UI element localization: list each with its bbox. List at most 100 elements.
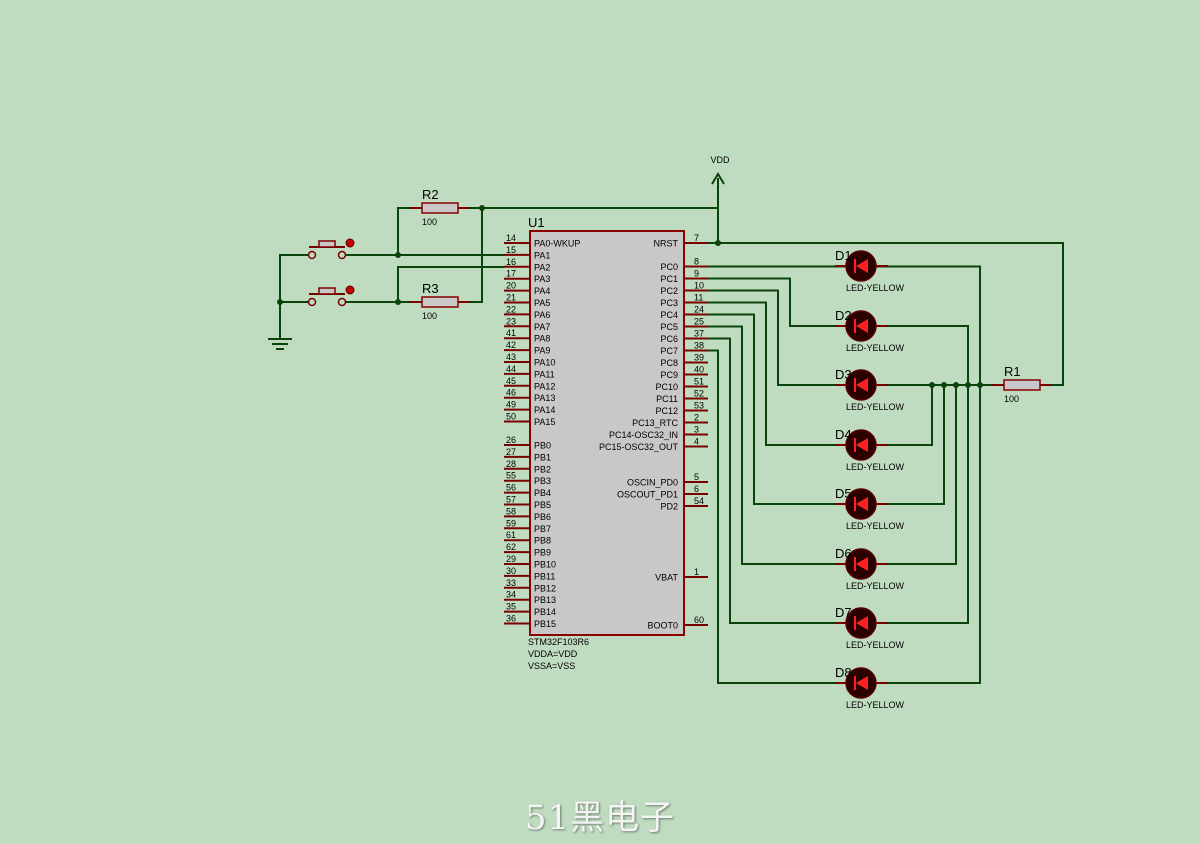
button-pa1-contact bbox=[307, 250, 317, 260]
pin-number: 62 bbox=[506, 542, 516, 552]
pin-number: 28 bbox=[506, 459, 516, 469]
pin-name: PC8 bbox=[660, 358, 678, 368]
led-d3-type: LED-YELLOW bbox=[846, 402, 905, 412]
led-d4-type: LED-YELLOW bbox=[846, 462, 905, 472]
led-d8-type: LED-YELLOW bbox=[846, 700, 905, 710]
pin-number: 17 bbox=[506, 269, 516, 279]
pin-number: 29 bbox=[506, 554, 516, 564]
pin-name: PC5 bbox=[660, 322, 678, 332]
pin-number: 7 bbox=[694, 233, 699, 243]
pin-number: 41 bbox=[506, 328, 516, 338]
pin-number: 49 bbox=[506, 400, 516, 410]
wire-nrst bbox=[708, 208, 719, 244]
led-d3-triangle-icon bbox=[856, 378, 868, 392]
pin-name: PC0 bbox=[660, 262, 678, 272]
pin-number: 2 bbox=[694, 413, 699, 423]
led-d3-ref: D3 bbox=[835, 367, 852, 382]
led-d7-ref: D7 bbox=[835, 605, 852, 620]
pin-name: PC2 bbox=[660, 286, 678, 296]
pin-number: 60 bbox=[694, 615, 704, 625]
led-d1-type: LED-YELLOW bbox=[846, 283, 905, 293]
pin-name: PA6 bbox=[534, 310, 550, 320]
pin-name: PB11 bbox=[534, 571, 555, 581]
resistor-r1-ref: R1 bbox=[1004, 364, 1021, 379]
pin-number: 16 bbox=[506, 257, 516, 267]
pin-name: PA7 bbox=[534, 322, 550, 332]
pin-number: 37 bbox=[694, 329, 704, 339]
pin-number: 15 bbox=[506, 245, 516, 255]
led-d6-ref: D6 bbox=[835, 546, 852, 561]
led-d8-ref: D8 bbox=[835, 665, 852, 680]
pin-name: PA2 bbox=[534, 262, 550, 272]
resistor-r2-ref: R2 bbox=[422, 187, 439, 202]
pin-name: PC15-OSC32_OUT bbox=[599, 442, 679, 452]
pin-name: PC4 bbox=[660, 310, 678, 320]
led-d5-triangle-icon bbox=[856, 497, 868, 511]
vdd-label: VDD bbox=[710, 155, 730, 165]
junction-dot bbox=[941, 382, 947, 388]
junction-dot bbox=[953, 382, 959, 388]
pin-name: PB10 bbox=[534, 560, 556, 570]
chip-part: STM32F103R6 bbox=[528, 637, 589, 647]
wire-r3-vdd bbox=[470, 208, 483, 303]
resistor-r3-ref: R3 bbox=[422, 281, 439, 296]
pin-number: 30 bbox=[506, 566, 516, 576]
pin-name: PB4 bbox=[534, 488, 551, 498]
button-pa3-indicator-icon bbox=[345, 285, 355, 295]
ground-wire bbox=[279, 254, 308, 338]
pin-number: 53 bbox=[694, 401, 704, 411]
button-pa3-contact bbox=[307, 297, 317, 307]
pin-name: OSCOUT_PD1 bbox=[617, 490, 678, 500]
pin-number: 22 bbox=[506, 304, 516, 314]
pin-number: 43 bbox=[506, 352, 516, 362]
pin-name: PC11 bbox=[656, 394, 678, 404]
pin-number: 3 bbox=[694, 425, 699, 435]
pin-number: 57 bbox=[506, 495, 516, 505]
led-d4-ref: D4 bbox=[835, 427, 852, 442]
junction-dot bbox=[277, 299, 283, 305]
led-d5-ref: D5 bbox=[835, 486, 852, 501]
pin-number: 25 bbox=[694, 317, 704, 327]
resistor-r2-value: 100 bbox=[422, 217, 437, 227]
pin-number: 1 bbox=[694, 567, 699, 577]
wire-r2 bbox=[397, 207, 410, 255]
led-d2-triangle-icon bbox=[856, 319, 868, 333]
pin-name: PA13 bbox=[534, 393, 555, 403]
chip-ref: U1 bbox=[528, 215, 545, 230]
pin-name: PA15 bbox=[534, 417, 555, 427]
pin-number: 51 bbox=[694, 377, 704, 387]
button-pa1-cap bbox=[318, 240, 336, 248]
pin-number: 45 bbox=[506, 376, 516, 386]
pin-name: PA11 bbox=[534, 369, 555, 379]
pin-name: NRST bbox=[654, 239, 679, 249]
pin-number: 26 bbox=[506, 435, 516, 445]
junction-dot bbox=[965, 382, 971, 388]
pin-name: PB15 bbox=[534, 619, 556, 629]
pin-name: PB7 bbox=[534, 524, 551, 534]
junction-dot bbox=[395, 252, 401, 258]
led-d1-ref: D1 bbox=[835, 248, 852, 263]
pin-name: PD2 bbox=[660, 502, 678, 512]
pin-name: PB14 bbox=[534, 607, 556, 617]
wire-d2 bbox=[708, 277, 969, 385]
watermark: 51黑电子 bbox=[524, 798, 676, 838]
junction-dot bbox=[929, 382, 935, 388]
led-d2-ref: D2 bbox=[835, 308, 852, 323]
pin-number: 14 bbox=[506, 233, 516, 243]
pin-name: PB0 bbox=[534, 441, 551, 451]
pin-name: VBAT bbox=[655, 573, 678, 583]
wire-d8 bbox=[708, 349, 981, 684]
wire-d5 bbox=[708, 313, 945, 505]
button-pa1-indicator-icon bbox=[345, 238, 355, 248]
resistor-r1-body bbox=[1003, 379, 1041, 391]
pin-name: PB3 bbox=[534, 476, 551, 486]
button-pa1-contact bbox=[337, 250, 347, 260]
led-d4-triangle-icon bbox=[856, 438, 868, 452]
led-d7-type: LED-YELLOW bbox=[846, 640, 905, 650]
pin-number: 6 bbox=[694, 484, 699, 494]
led-d6-triangle-icon bbox=[856, 557, 868, 571]
chip-body bbox=[529, 230, 685, 636]
pin-name: PA1 bbox=[534, 250, 550, 260]
pin-number: 61 bbox=[506, 530, 516, 540]
